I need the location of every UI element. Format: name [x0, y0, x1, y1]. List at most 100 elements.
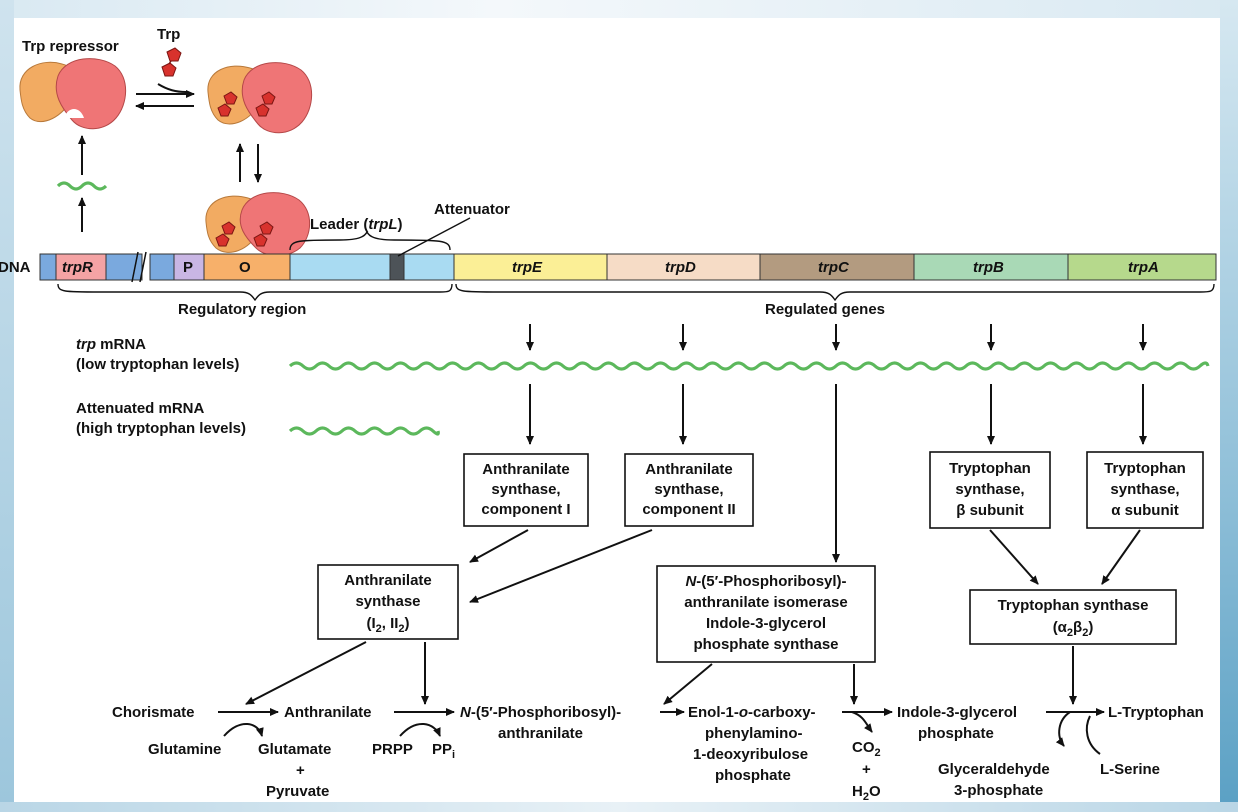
prpp-label: PRPP [372, 741, 413, 758]
svg-text:β subunit: β subunit [956, 502, 1023, 519]
gene-trpC-label: trpC [818, 259, 850, 276]
dna-label: DNA [0, 259, 31, 276]
leader-brace [289, 230, 451, 251]
glutamine-label: Glutamine [148, 741, 221, 758]
enol-label-line2: phenylamino- [705, 725, 803, 742]
gene-trpA-label: trpA [1128, 259, 1159, 276]
comp1-to-complex-arrow [469, 529, 529, 563]
trp-repressor-label: Trp repressor [22, 38, 119, 55]
enol-label-line3: 1-deoxyribulose [693, 746, 808, 763]
inactive-repressor-icon [19, 58, 127, 130]
svg-text:Anthranilate: Anthranilate [645, 461, 733, 478]
glyceraldehyde-label-line1: Glyceraldehyde [938, 761, 1050, 778]
gene-trpD-label: trpD [665, 259, 696, 276]
pyruvate-label: Pyruvate [266, 783, 329, 800]
isomerase-igp-synthase-box: N-(5′-Phosphoribosyl)- anthranilate isom… [656, 565, 876, 663]
trp-mrna-sublabel: (low tryptophan levels) [76, 356, 239, 373]
background-left-band [0, 0, 14, 812]
glutamate-label: Glutamate [258, 741, 331, 758]
leader-label: Leader (trpL) [310, 216, 403, 233]
svg-text:synthase,: synthase, [955, 481, 1024, 498]
svg-text:anthranilate isomerase: anthranilate isomerase [684, 594, 847, 611]
step2-side-curve [399, 723, 441, 737]
dna-bar [39, 251, 1217, 283]
prpa-label-line2: anthranilate [498, 725, 583, 742]
anthranilate-label: Anthranilate [284, 704, 372, 721]
regulatory-region-brace [57, 283, 453, 302]
active-repressor-icon [207, 62, 313, 134]
attenuator-pointer [397, 217, 471, 257]
as-to-step1-arrow [245, 641, 367, 705]
co2-label: CO2 [852, 739, 881, 759]
svg-text:synthase,: synthase, [654, 481, 723, 498]
svg-text:(I2, II2): (I2, II2) [366, 615, 409, 635]
gene-trpD-block [606, 253, 761, 281]
background-bottom-band [0, 802, 1238, 812]
gene-trpB-label: trpB [973, 259, 1004, 276]
svg-text:α subunit: α subunit [1111, 502, 1179, 519]
trp-molecule-icon [161, 47, 182, 77]
isomerase-to-step3-arrow [663, 663, 713, 705]
tryptophan-synthase-alpha-box: Tryptophan synthase, α subunit [1086, 451, 1204, 529]
tryptophan-label: L-Tryptophan [1108, 704, 1204, 721]
enol-label-line4: phosphate [715, 767, 791, 784]
igp-label-line1: Indole-3-glycerol [897, 704, 1017, 721]
plus-sign-1: + [296, 762, 305, 779]
svg-text:Anthranilate: Anthranilate [344, 572, 432, 589]
svg-text:Tryptophan: Tryptophan [949, 460, 1031, 477]
plus-sign-2: + [862, 761, 871, 778]
igp-label-line2: phosphate [918, 725, 994, 742]
svg-text:component I: component I [481, 501, 570, 518]
svg-text:synthase,: synthase, [491, 481, 560, 498]
gene-trpA-block [1067, 253, 1217, 281]
step1-side-curve [223, 723, 264, 737]
svg-text:Tryptophan synthase: Tryptophan synthase [998, 597, 1149, 614]
h2o-label: H2O [852, 783, 881, 803]
attenuated-mrna-sublabel: (high tryptophan levels) [76, 420, 246, 437]
operator-label: O [239, 259, 251, 276]
enol-label-line1: Enol-1-o-carboxy- [688, 704, 816, 721]
anthranilate-synthase-component-2-box: Anthranilate synthase, component II [624, 453, 754, 527]
gene-trpE-label: trpE [512, 259, 543, 276]
svg-text:Anthranilate: Anthranilate [482, 461, 570, 478]
svg-text:synthase: synthase [355, 593, 420, 610]
svg-text:N-(5′-Phosphoribosyl)-: N-(5′-Phosphoribosyl)- [685, 573, 846, 590]
regulatory-region-label: Regulatory region [178, 301, 306, 318]
promoter-label: P [183, 259, 193, 276]
svg-text:synthase,: synthase, [1110, 481, 1179, 498]
trpR-mrna-squiggle [56, 181, 108, 191]
tryptophan-synthase-beta-box: Tryptophan synthase, β subunit [929, 451, 1051, 529]
attenuator-label: Attenuator [434, 201, 510, 218]
svg-text:phosphate synthase: phosphate synthase [693, 636, 838, 653]
trp-mrna-label: trp mRNA [76, 336, 146, 353]
bound-repressor-icon [205, 192, 311, 256]
step4-side-curve [851, 711, 873, 733]
trpR-label: trpR [62, 259, 93, 276]
attenuated-mrna-squiggle [288, 426, 440, 436]
alpha-to-complex-arrow [1101, 529, 1141, 585]
regulated-genes-label: Regulated genes [765, 301, 885, 318]
attenuated-mrna-label: Attenuated mRNA [76, 400, 205, 417]
full-mrna-squiggle [288, 361, 1210, 371]
gene-trpB-block [913, 253, 1069, 281]
svg-text:(α2β2): (α2β2) [1053, 619, 1094, 639]
prpa-label-line1: N-(5′-Phosphoribosyl)- [460, 704, 621, 721]
serine-label: L-Serine [1100, 761, 1160, 778]
beta-to-complex-arrow [989, 529, 1039, 585]
tryptophan-synthase-complex-box: Tryptophan synthase (α2β2) [969, 589, 1177, 645]
trp-label: Trp [157, 26, 180, 43]
svg-text:Indole-3-glycerol: Indole-3-glycerol [706, 615, 826, 632]
trp-binding-curve [157, 83, 187, 93]
svg-text:component II: component II [642, 501, 735, 518]
chorismate-label: Chorismate [112, 704, 195, 721]
background-right-band [1220, 0, 1238, 812]
glyceraldehyde-label-line2: 3-phosphate [954, 782, 1043, 799]
gene-trpE-block [453, 253, 608, 281]
anthranilate-synthase-complex-box: Anthranilate synthase (I2, II2) [317, 564, 459, 640]
anthranilate-synthase-component-1-box: Anthranilate synthase, component I [463, 453, 589, 527]
step5-side-curve-right [1085, 715, 1101, 755]
background-top-band [0, 0, 1238, 18]
step5-side-curve-left [1055, 711, 1071, 747]
comp2-to-complex-arrow [469, 529, 653, 603]
